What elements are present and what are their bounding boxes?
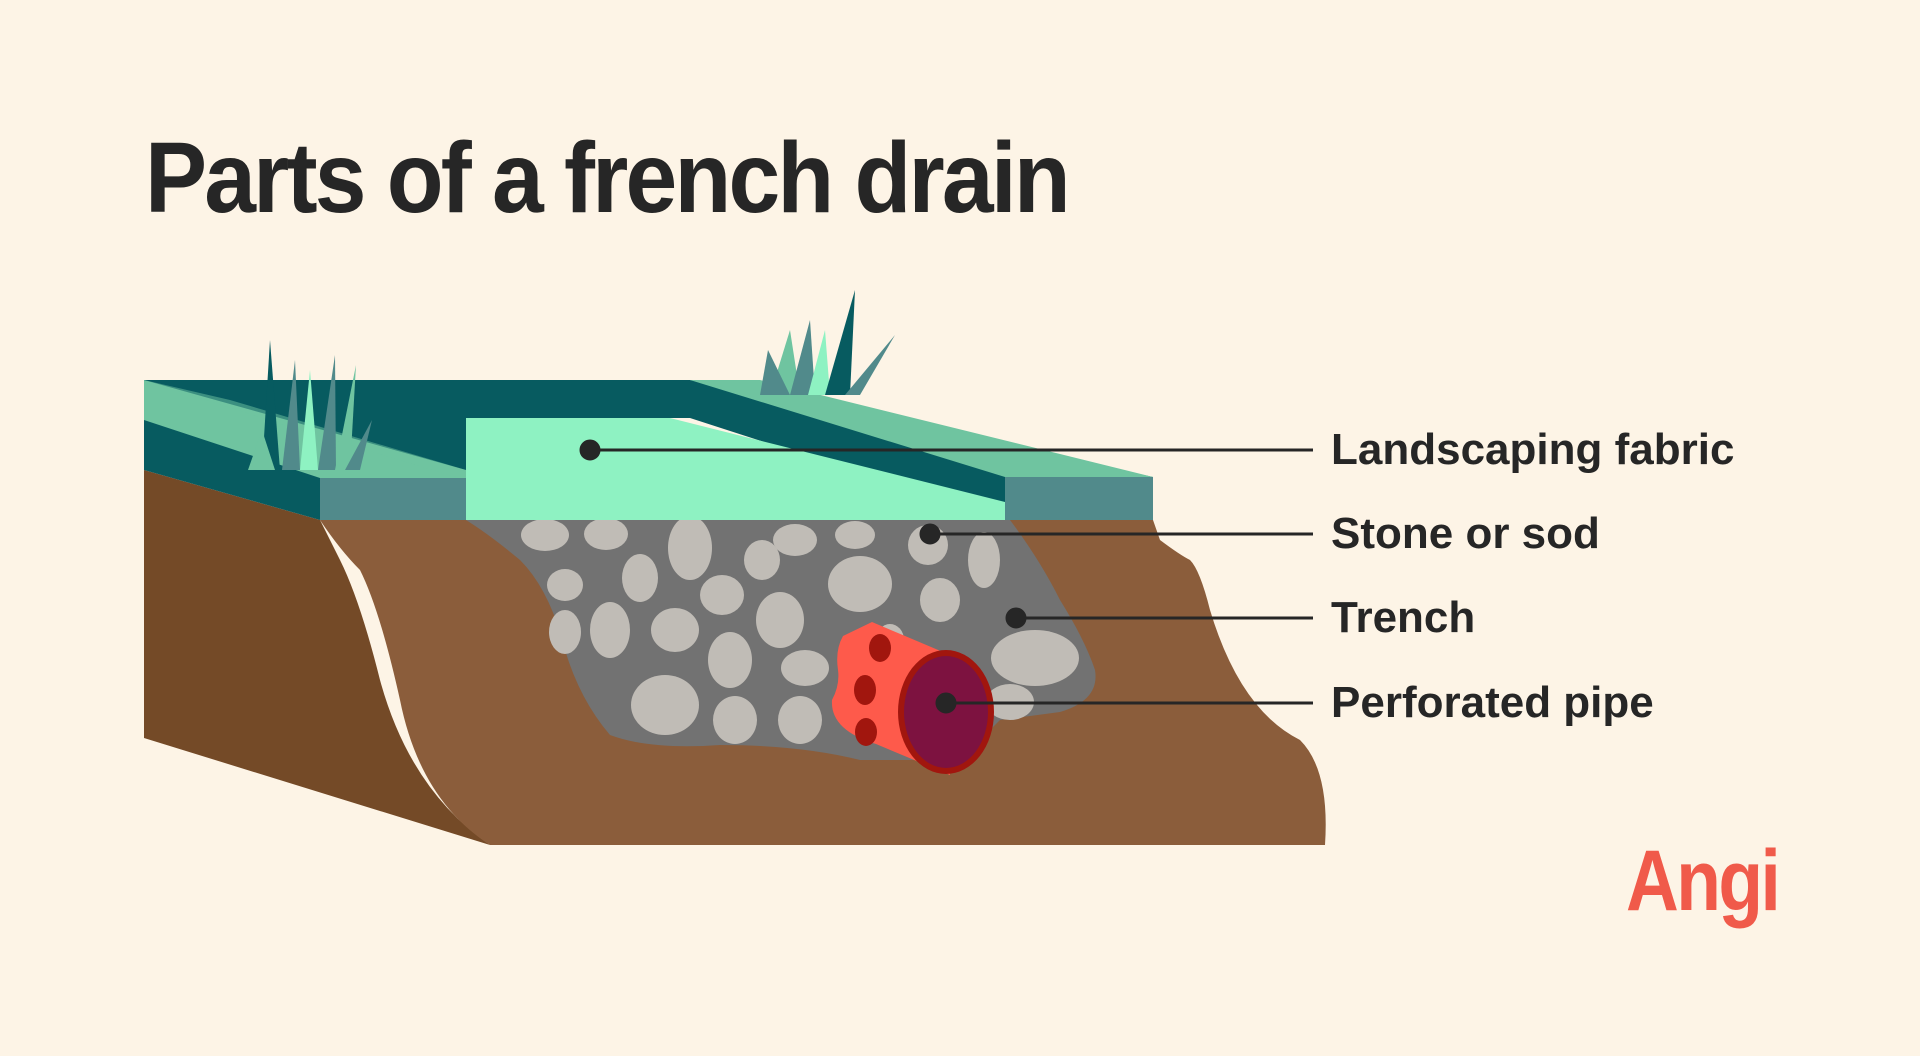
perforated-pipe [831,622,994,775]
label-stone-or-sod: Stone or sod [1331,509,1600,558]
stones [521,516,1079,744]
label-trench: Trench [1331,593,1476,642]
label-perforated-pipe: Perforated pipe [1331,678,1654,727]
trench-gravel [466,516,1096,760]
angi-logo: Angi [1626,833,1781,929]
grass-tuft-left [248,340,372,470]
grass-tuft-right [760,290,895,395]
leader-lines [579,439,1313,714]
page-title: Parts of a french drain [145,122,1071,234]
label-landscaping-fabric: Landscaping fabric [1331,425,1735,474]
